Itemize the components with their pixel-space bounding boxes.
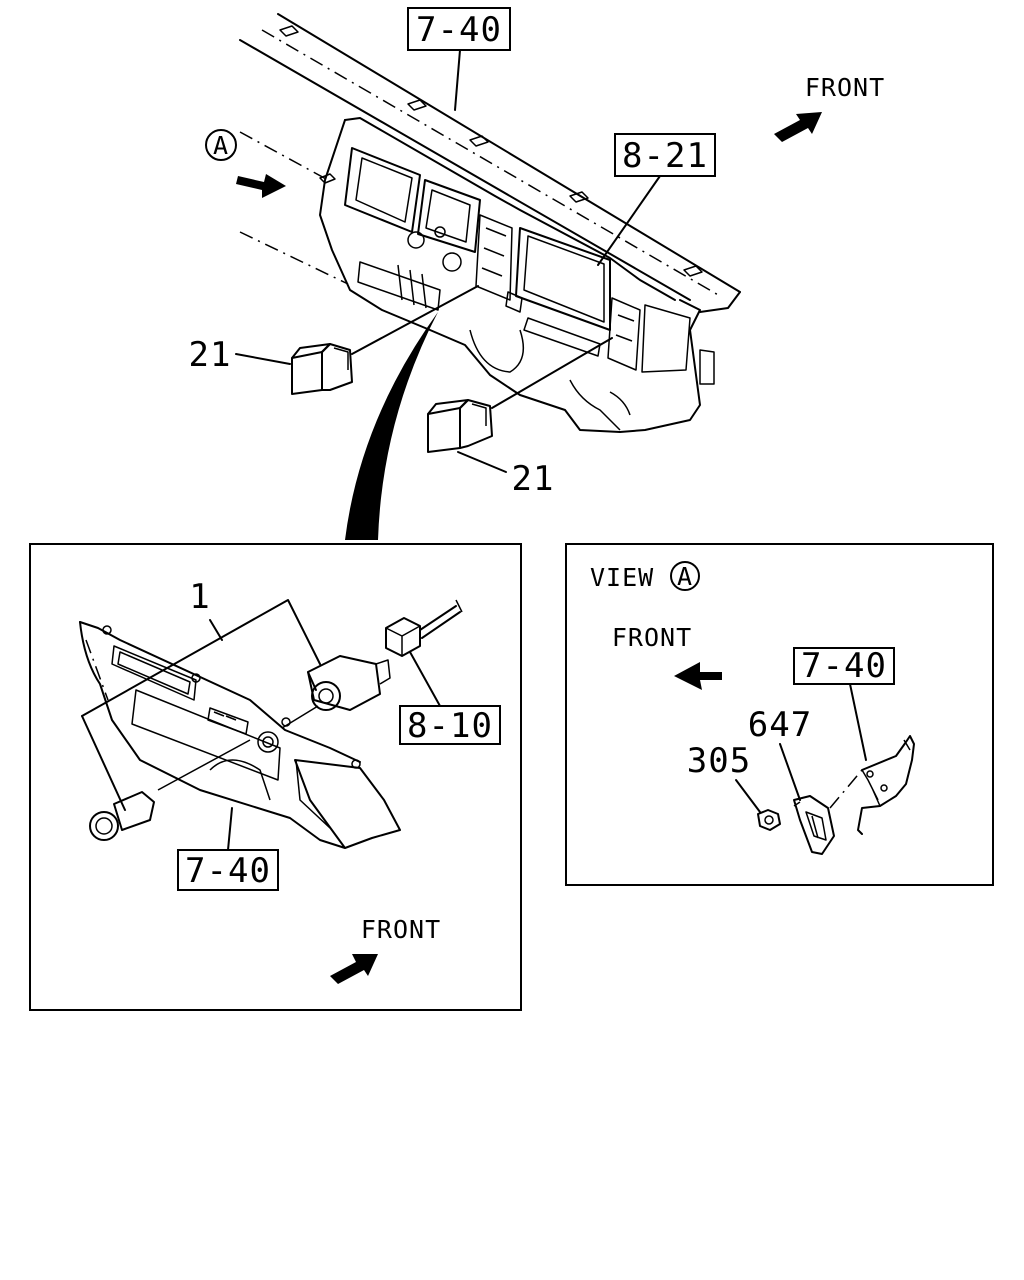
lower-panel [79, 621, 401, 849]
bracket-assembly [757, 735, 915, 855]
lighter-plug [89, 739, 251, 841]
part-1-leaders: 1 [81, 577, 321, 811]
switch-21-left: 21 [189, 285, 479, 395]
front-label-view-a: FRONT [612, 623, 692, 652]
callout-wedge [345, 312, 438, 540]
detail-frame-view-a [565, 543, 994, 886]
part-21-right: 21 [512, 459, 555, 499]
view-a-arrow-icon [236, 174, 286, 198]
view-a-marker: A [205, 129, 286, 198]
ref-8-10: 8-10 [407, 706, 493, 746]
front-arrow-left-icon [330, 954, 378, 984]
leader-7-40-top [454, 49, 461, 111]
front-arrow-top-icon [774, 112, 822, 142]
ref-box-8-21: 8-21 [597, 133, 716, 266]
view-a-title: VIEW A [590, 561, 700, 592]
ref-box-7-40-top: 7-40 [407, 7, 511, 51]
ref-7-40-left: 7-40 [185, 851, 271, 891]
part-21-left: 21 [189, 335, 232, 375]
view-a-title-letter: A [677, 562, 693, 591]
front-indicator-top: FRONT [774, 73, 885, 142]
ref-8-21: 8-21 [622, 136, 708, 176]
part-305-label: 305 [687, 741, 761, 813]
lighter-socket [281, 655, 391, 729]
part-305: 305 [687, 741, 751, 781]
view-a-letter: A [213, 131, 229, 160]
front-label-top: FRONT [805, 73, 885, 102]
part-647: 647 [748, 705, 812, 745]
switch-21-right: 21 [427, 337, 613, 499]
ref-box-7-40-left: 7-40 [177, 807, 279, 891]
front-indicator-view-a: FRONT [612, 623, 722, 690]
ref-7-40-view-a: 7-40 [801, 646, 887, 686]
part-1: 1 [189, 577, 210, 617]
ref-box-7-40-view-a: 7-40 [793, 646, 895, 761]
view-a-title-text: VIEW [590, 563, 654, 592]
detail-frame-left [29, 543, 522, 1011]
ref-7-40-top: 7-40 [416, 10, 502, 50]
front-arrow-view-a-icon [674, 662, 722, 690]
front-label-left: FRONT [361, 915, 441, 944]
part-647-label: 647 [748, 705, 812, 801]
dashboard-assembly [239, 13, 741, 433]
connector-8-10: 8-10 [385, 599, 501, 746]
front-indicator-left: FRONT [330, 915, 441, 984]
